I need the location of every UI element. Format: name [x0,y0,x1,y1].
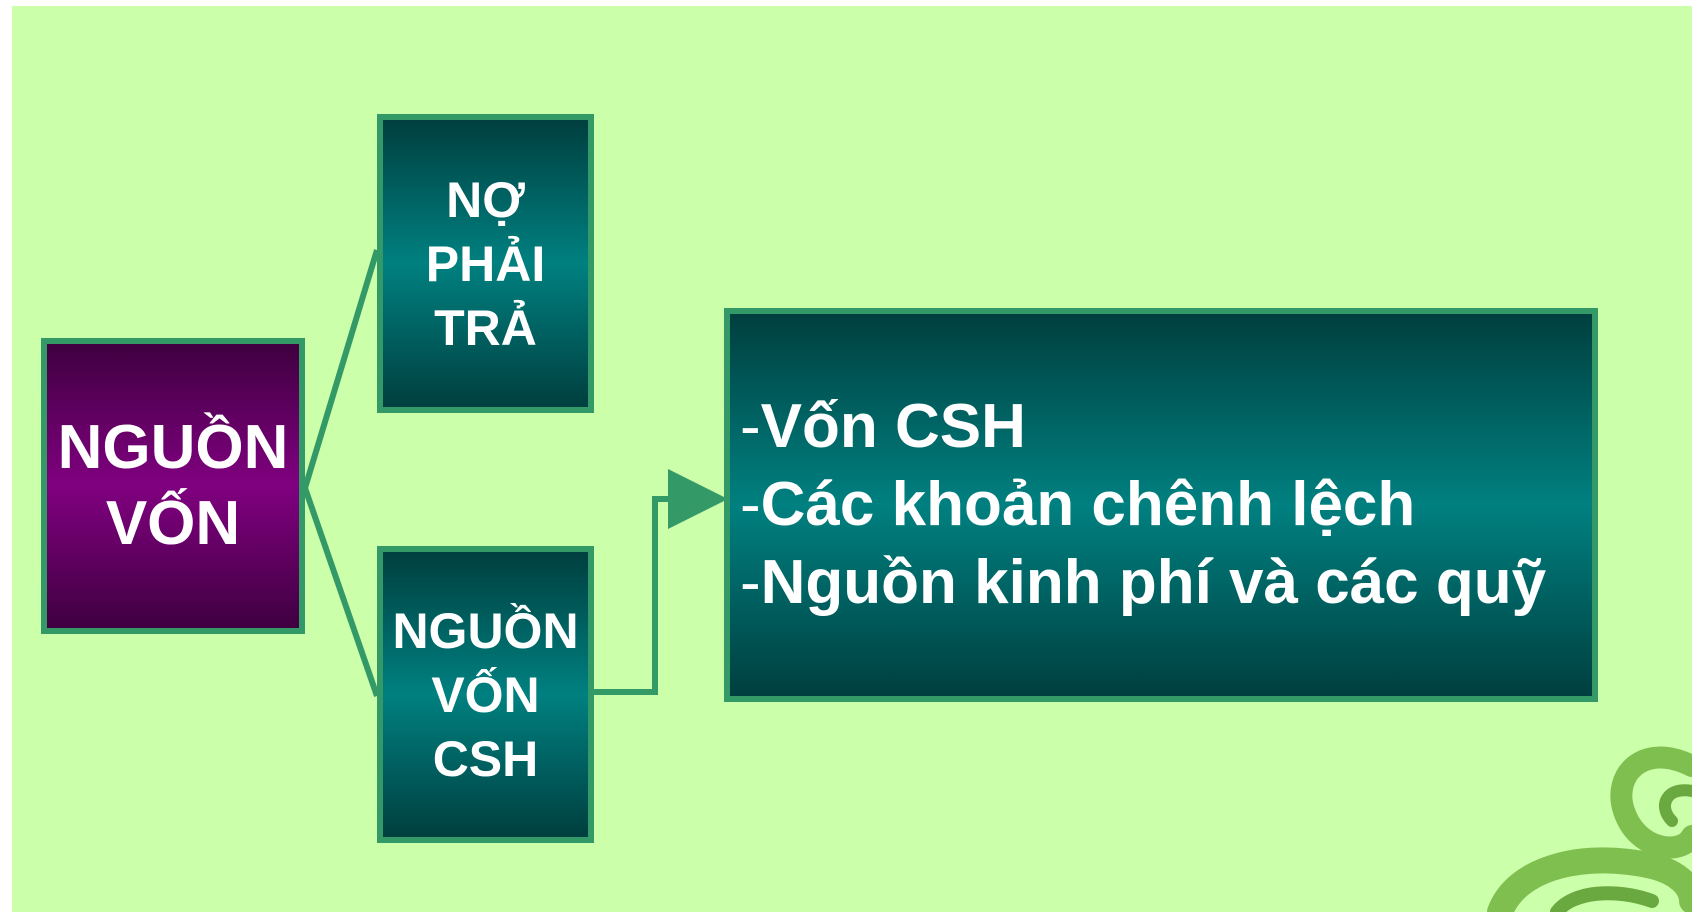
liabilities-box: NỢ PHẢI TRẢ [377,114,594,413]
root-box: NGUỒN VỐN [41,338,305,634]
detail-item: -Vốn CSH [740,392,1026,461]
detail-item: -Nguồn kinh phí và các quỹ [740,548,1547,617]
equity-box: NGUỒN VỐN CSH [377,546,594,843]
liabilities-label: NỢ PHẢI TRẢ [425,171,546,356]
slide: NGUỒN VỐN NỢ PHẢI TRẢ NGUỒN VỐN CSH -Vốn… [12,6,1692,912]
root-label: NGUỒN VỐN [57,413,289,558]
equity-details-box: -Vốn CSH -Các khoản chênh lệch -Nguồn ki… [724,308,1598,702]
detail-item-text: Các khoản chênh lệch [760,470,1416,539]
detail-item: -Các khoản chênh lệch [740,470,1416,539]
connector-root-liabilities [302,249,380,489]
equity-details-list: -Vốn CSH -Các khoản chênh lệch -Nguồn ki… [740,388,1546,622]
connectors [302,249,728,697]
equity-label: NGUỒN VỐN CSH [392,602,579,787]
connector-root-equity [302,487,380,697]
detail-item-text: Vốn CSH [760,392,1026,461]
arrow-equity-details [594,469,728,695]
detail-item-text: Nguồn kinh phí và các quỹ [760,548,1547,617]
